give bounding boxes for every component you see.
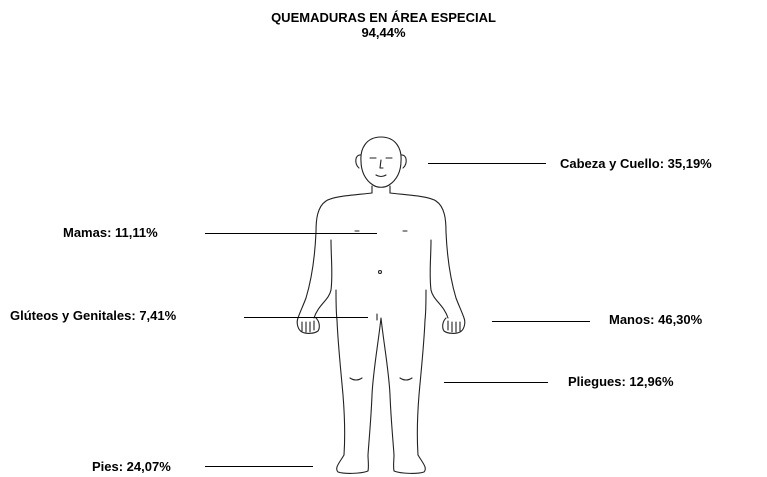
right-foot bbox=[393, 454, 426, 474]
navel bbox=[377, 269, 383, 275]
leader-pliegues bbox=[444, 382, 548, 383]
label-pliegues: Pliegues: 12,96% bbox=[568, 374, 674, 389]
knees bbox=[349, 377, 413, 381]
leader-gluteos bbox=[244, 317, 368, 318]
mouth bbox=[375, 174, 387, 178]
neck bbox=[371, 185, 391, 194]
label-manos: Manos: 46,30% bbox=[609, 312, 703, 327]
left-ear bbox=[355, 154, 362, 169]
torso-outline bbox=[297, 192, 465, 319]
legs-outline bbox=[336, 317, 426, 456]
hips bbox=[335, 289, 427, 321]
label-cabeza-y-cuello: Cabeza y Cuello: 35,19% bbox=[560, 156, 712, 171]
leader-mamas bbox=[205, 233, 377, 234]
left-foot bbox=[336, 454, 369, 474]
left-hand bbox=[296, 317, 320, 334]
head-outline bbox=[360, 136, 402, 188]
diagram-total: 94,44% bbox=[361, 25, 406, 40]
right-hand bbox=[442, 317, 466, 334]
label-pies: Pies: 24,07% bbox=[92, 459, 171, 474]
leader-cabeza bbox=[428, 163, 546, 164]
label-gluteos-y-genitales: Glúteos y Genitales: 7,41% bbox=[10, 308, 177, 323]
right-ear bbox=[400, 154, 407, 169]
title-block: QUEMADURAS EN ÁREA ESPECIAL 94,44% bbox=[0, 10, 767, 40]
leader-manos bbox=[492, 321, 590, 322]
nose bbox=[379, 159, 384, 169]
label-mamas: Mamas: 11,11% bbox=[63, 225, 158, 240]
leader-pies bbox=[205, 466, 313, 467]
diagram-title: QUEMADURAS EN ÁREA ESPECIAL bbox=[271, 10, 496, 25]
